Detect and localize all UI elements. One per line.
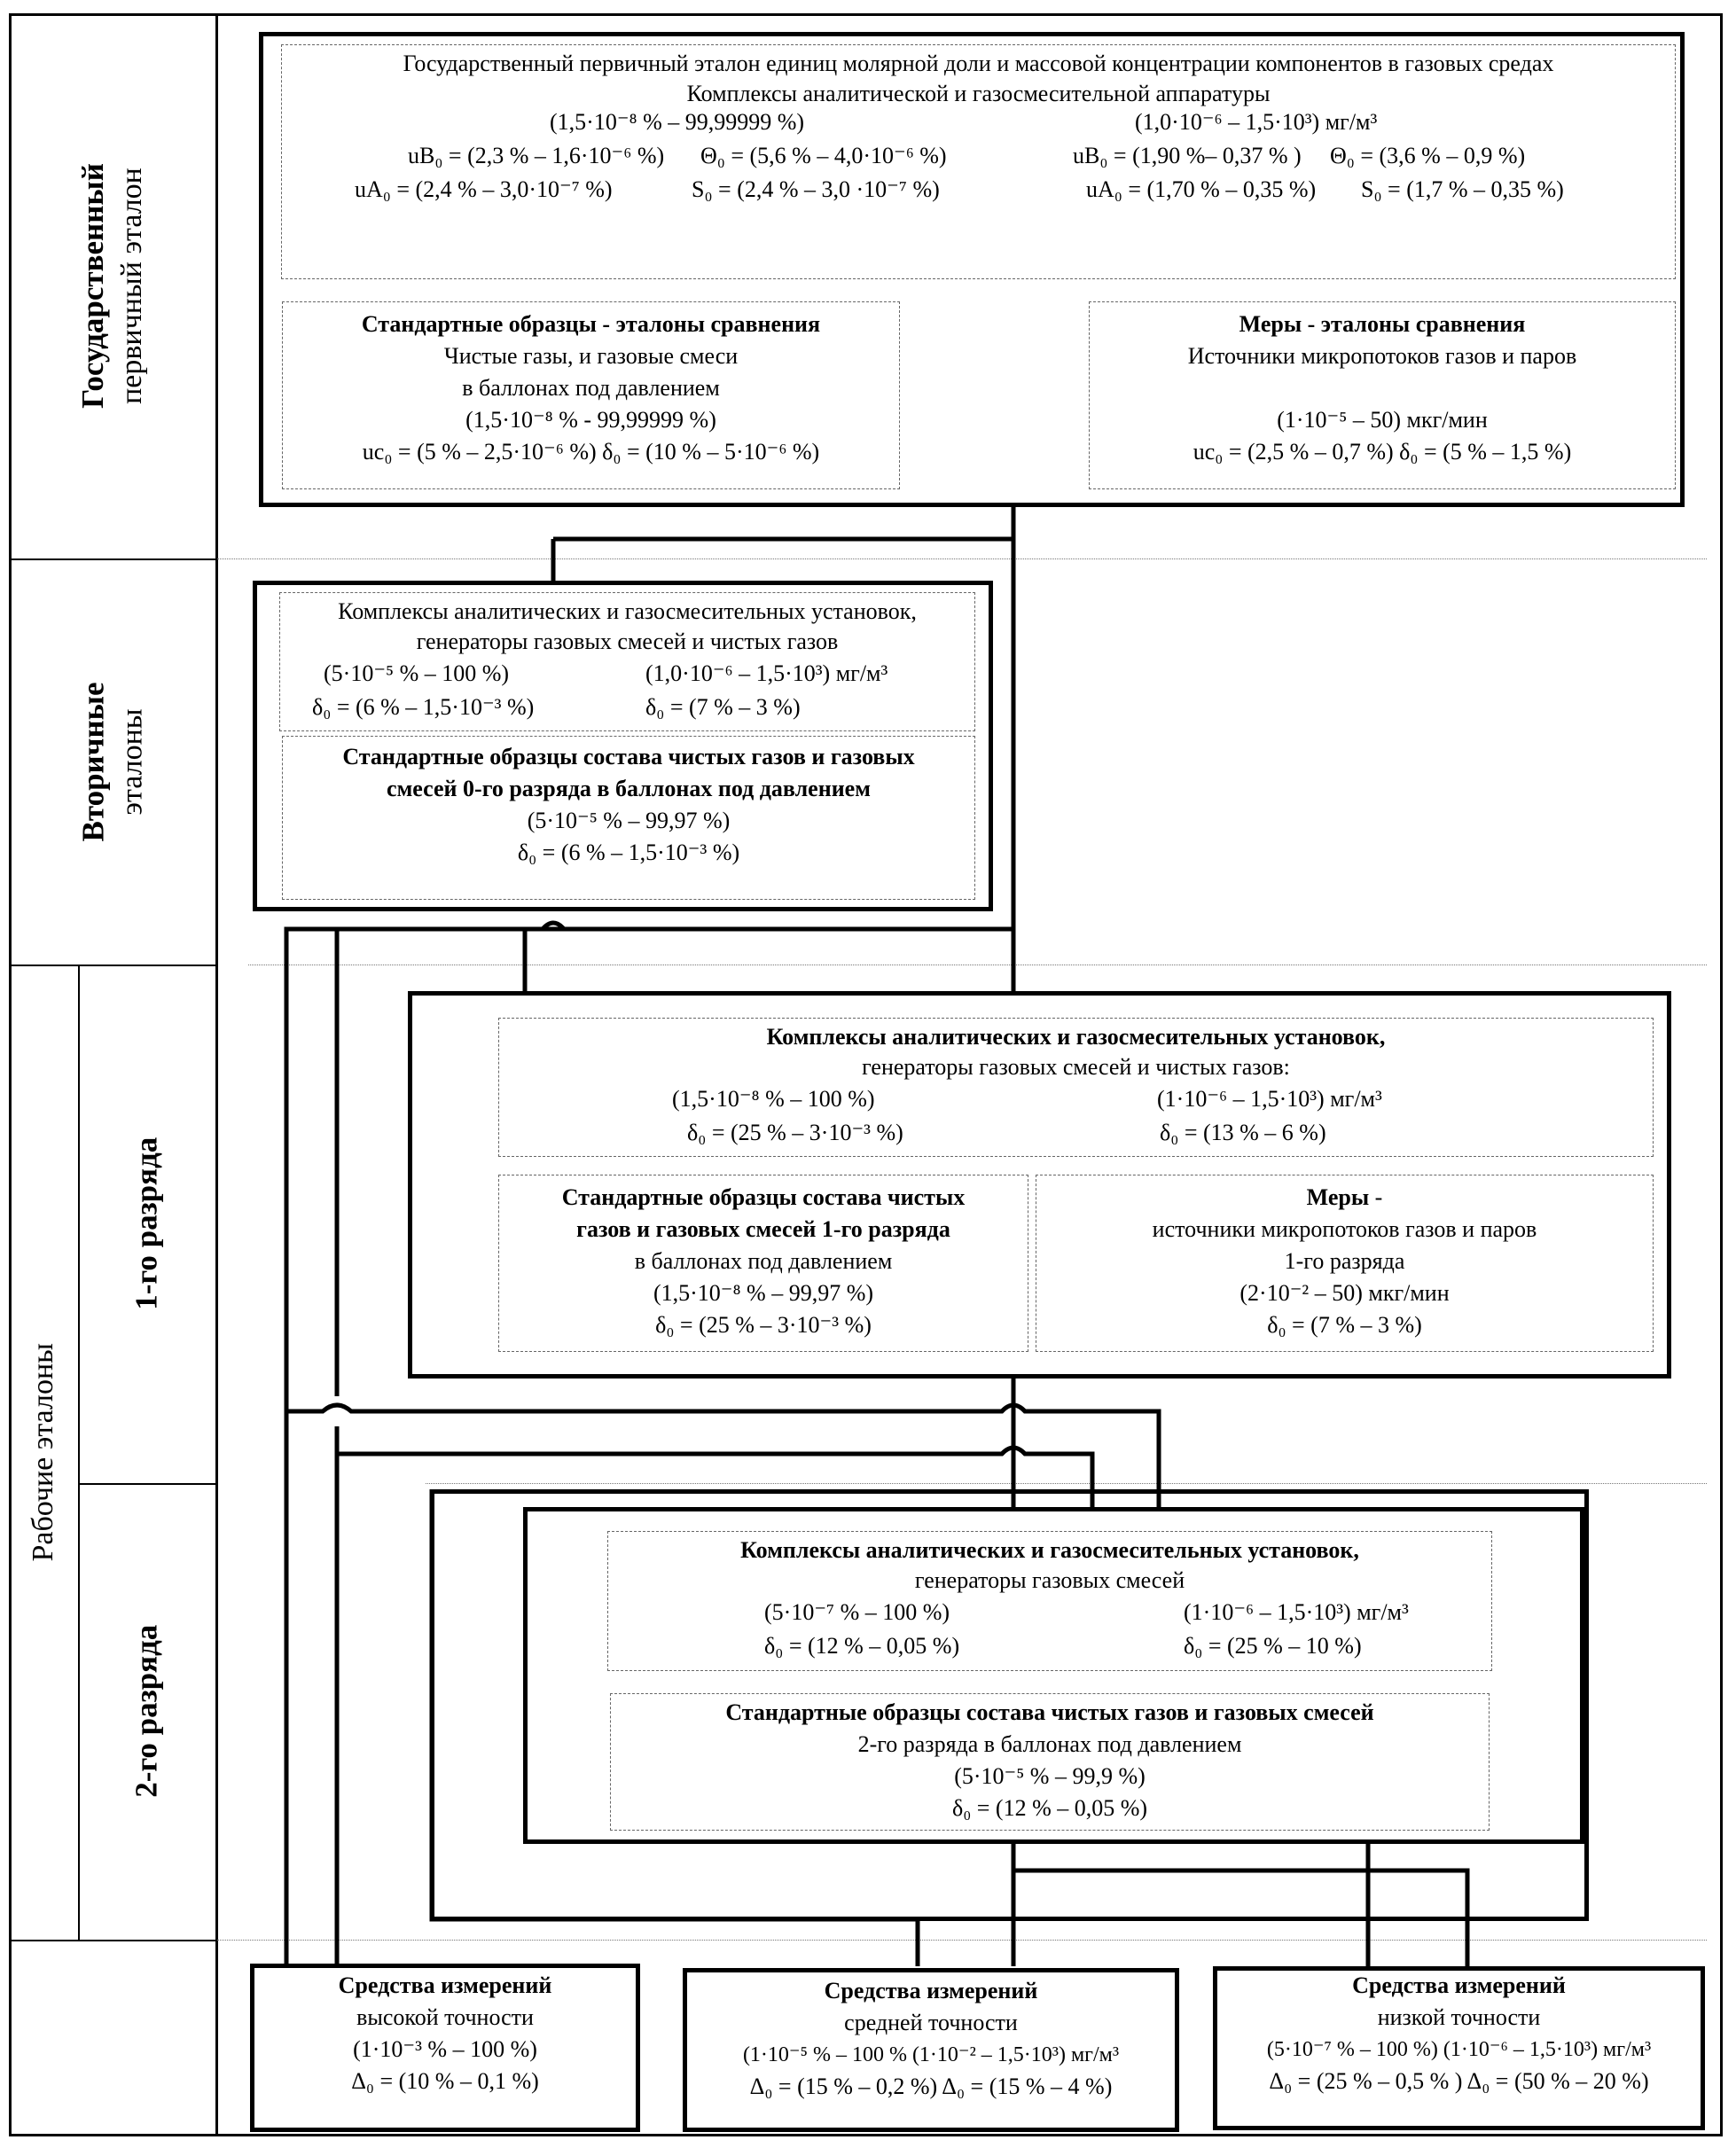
grade2-complex-line2: генераторы газовых смесей [914,1567,1185,1593]
working-subdivider [78,965,80,1940]
secondary-delta-right: δ₀ = (7 % – 3 %) [645,694,801,720]
primary-standards-box [282,301,900,489]
primary-ub-right: uB₀ = (1,90 %– 0,37 % ) [1073,143,1302,168]
grade1-complex-box [498,1018,1654,1157]
grade2-standards-box [610,1693,1490,1831]
instruments-low-box [1213,1966,1705,2130]
primary-ub-left: uB₀ = (2,3 % – 1,6·10⁻⁶ %) [408,143,665,168]
grade2-range-left: (5·10⁻⁷ % – 100 %) [764,1599,950,1625]
secondary-range-left: (5·10⁻⁵ % – 100 %) [324,660,510,686]
secondary-range-right: (1,0·10⁻⁶ – 1,5·10³) мг/м³ [645,660,888,686]
grade1-measures-text: Меры - источники микропотоков газов и па… [1152,1184,1537,1338]
row-divider-3 [78,1483,215,1485]
grade1-complex-line2: генераторы газовых смесей и чистых газов… [862,1054,1290,1080]
grade1-delta-left: δ₀ = (25 % – 3·10⁻³ %) [687,1120,903,1145]
secondary-delta-left: δ₀ = (6 % – 1,5·10⁻³ %) [312,694,535,720]
grade2-range-right: (1·10⁻⁶ – 1,5·10³) мг/м³ [1184,1599,1409,1625]
row-divider-3-dotted [426,1483,1707,1484]
grade2-standards-text: Стандартные образцы состава чистых газов… [725,1699,1374,1821]
primary-range-left: (1,5·10⁻⁸ % – 99,99999 %) [550,109,805,135]
grade2-complex-line1: Комплексы аналитических и газосмесительн… [740,1537,1359,1563]
primary-standards-text: Стандартные образцы - эталоны сравнения … [361,311,821,465]
primary-ua-left: uA₀ = (2,4 % – 3,0·10⁻⁷ %) [355,176,613,202]
row-divider-2 [9,965,215,966]
secondary-complex-box [279,592,975,731]
grade1-complex-line1: Комплексы аналитических и газосмесительн… [766,1024,1386,1050]
primary-measures-box [1089,301,1676,489]
primary-theta-left: Θ₀ = (5,6 % – 4,0·10⁻⁶ %) [700,143,947,168]
primary-s-right: S₀ = (1,7 % – 0,35 %) [1361,176,1564,202]
instruments-medium-box [683,1968,1179,2132]
instruments-medium-text: Средства измерений средней точности (1·1… [742,1978,1120,2099]
primary-range-right: (1,0·10⁻⁶ – 1,5·10³) мг/м³ [1135,109,1378,135]
row-divider-1-dotted [217,558,1707,559]
instruments-low-text: Средства измерений низкой точности (5·10… [1266,1972,1652,2094]
grade2-delta-right: δ₀ = (25 % – 10 %) [1184,1633,1362,1659]
secondary-standards-box [282,736,975,900]
grade1-range-right: (1·10⁻⁶ – 1,5·10³) мг/м³ [1157,1086,1382,1112]
diagram-frame [9,13,1723,2136]
primary-complex-subtitle: Комплексы аналитической и газосмесительн… [686,81,1271,106]
row-divider-4 [9,1940,215,1941]
primary-s-left: S₀ = (2,4 % – 3,0 ·10⁻⁷ %) [692,176,940,202]
primary-theta-right: Θ₀ = (3,6 % – 0,9 %) [1330,143,1526,168]
primary-measures-text: Меры - эталоны сравнения Источники микро… [1187,311,1577,465]
primary-ua-right: uA₀ = (1,70 % – 0,35 %) [1086,176,1317,202]
column-divider [215,13,218,2136]
grade2-complex-box [607,1531,1492,1671]
instruments-high-box [250,1964,640,2132]
primary-complex-title: Государственный первичный эталон единиц … [403,51,1554,76]
instruments-high-text: Средства измерений высокой точности (1·1… [338,1972,552,2094]
primary-complex-box [281,44,1676,279]
secondary-standards-text: Стандартные образцы состава чистых газов… [342,744,915,865]
grade2-outer-box [430,1489,1589,1921]
secondary-complex-line1: Комплексы аналитических и газосмесительн… [338,598,917,624]
grade1-measures-box [1036,1175,1654,1352]
grade1-standards-text: Стандартные образцы состава чистых газов… [561,1184,966,1338]
secondary-complex-line2: генераторы газовых смесей и чистых газов [416,629,839,654]
row-divider-1 [9,558,215,560]
grade2-delta-left: δ₀ = (12 % – 0,05 %) [764,1633,960,1659]
row-divider-4-dotted [217,1940,1707,1941]
grade1-delta-right: δ₀ = (13 % – 6 %) [1160,1120,1326,1145]
grade1-range-left: (1,5·10⁻⁸ % – 100 %) [672,1086,875,1112]
grade1-standards-box [498,1175,1028,1352]
